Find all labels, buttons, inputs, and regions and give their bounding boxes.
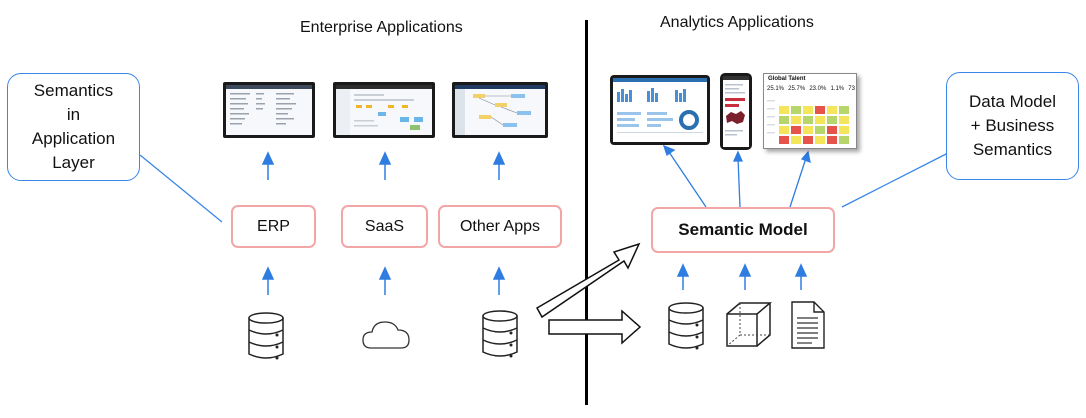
section-divider [585, 20, 588, 405]
document-icon [791, 301, 825, 349]
diagonal-hollow-arrow [535, 242, 641, 319]
semantics-callout-left-text: Semantics in Application Layer [31, 81, 116, 172]
semantics-callout-right-text: Data Model + Business Semantics [969, 92, 1056, 159]
up-arrows-top [261, 151, 506, 180]
up-arrows-bottom [261, 263, 808, 295]
semantic-model-box: Semantic Model [651, 207, 835, 253]
heatmap-stats: 25.1% 25.7% 23.0% 1.1% 73 [767, 86, 855, 92]
saas-box: SaaS [341, 205, 428, 248]
left-callout-pointer [139, 154, 223, 223]
semantic-fan-arrows [662, 144, 811, 208]
heatmap-grid [767, 100, 849, 144]
stat-value: 23.0% [809, 86, 827, 92]
database-icon [482, 310, 518, 358]
analytics-applications-title: Analytics Applications [660, 14, 814, 31]
other-apps-box: Other Apps [438, 205, 562, 248]
erp-screenshot [223, 82, 315, 138]
cube-icon [726, 302, 773, 347]
enterprise-applications-title: Enterprise Applications [300, 19, 463, 36]
horizontal-hollow-arrow [548, 309, 642, 345]
saas-screenshot [333, 82, 435, 138]
erp-box: ERP [231, 205, 316, 248]
right-callout-pointer [841, 151, 951, 208]
analytics-tablet-screenshot [610, 75, 710, 145]
heatmap-title: Global Talent [768, 76, 806, 82]
other-apps-screenshot [452, 82, 548, 138]
cloud-icon [362, 321, 410, 349]
stat-value: 1.1% [830, 86, 845, 92]
analytics-heatmap-screenshot: Global Talent 25.1% 25.7% 23.0% 1.1% 73 [763, 73, 857, 149]
stat-value: 73 [848, 86, 855, 92]
other-apps-label: Other Apps [459, 217, 541, 235]
database-icon [668, 302, 704, 350]
analytics-phone-screenshot [720, 73, 752, 150]
stat-value: 25.7% [788, 86, 806, 92]
stat-value: 25.1% [767, 86, 785, 92]
saas-label: SaaS [364, 217, 405, 235]
semantics-callout-left: Semantics in Application Layer [7, 73, 140, 181]
semantics-callout-right: Data Model + Business Semantics [946, 72, 1079, 180]
database-icon [248, 312, 284, 360]
semantic-model-label: Semantic Model [678, 220, 808, 239]
erp-label: ERP [257, 217, 290, 235]
